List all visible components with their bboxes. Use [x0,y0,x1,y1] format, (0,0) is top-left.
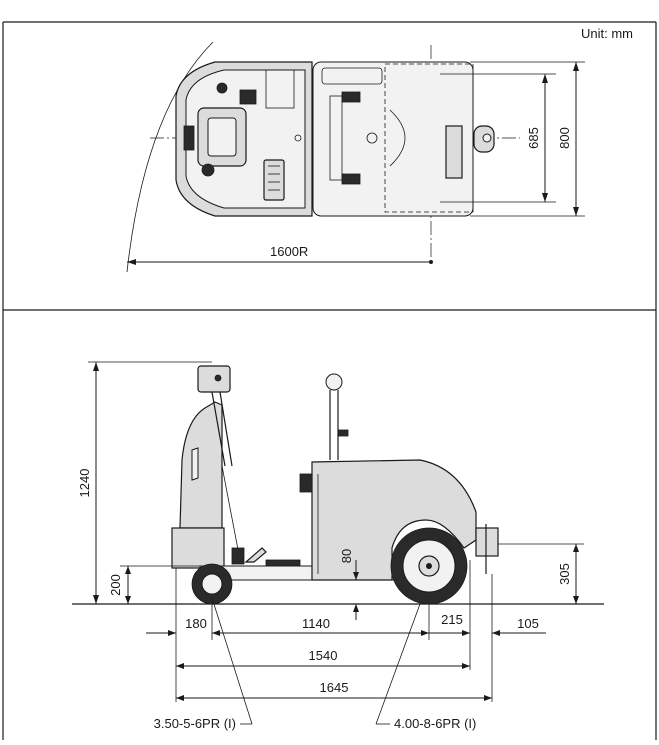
dim-width-inner: 685 [526,127,541,149]
side-tow-hitch [475,527,499,557]
top-battery-outline [384,63,474,213]
arrow [462,663,470,669]
side-front-rim [201,573,223,595]
side-floor-mat [265,559,301,567]
top-hitch-pin [482,133,492,143]
side-footrest [244,547,267,563]
arrow [573,596,579,604]
top-deck-bracket [341,91,361,103]
side-tiller-button [214,374,222,382]
top-floor-panel [265,69,295,109]
arrow [176,695,184,701]
arrow [353,604,359,612]
arrow [573,544,579,552]
dim-step-height: 200 [108,574,123,596]
dim-front-overhang: 180 [185,616,207,631]
arrow [168,630,176,636]
dim-hitch-height: 305 [557,563,572,585]
arrow [127,259,136,265]
dim-turning-radius: 1600R [270,244,308,259]
arrow [542,74,548,83]
side-tiller-arm [211,391,226,467]
arrow [573,207,579,216]
side-tiller-head [197,365,231,393]
side-rear-body [311,459,477,581]
dim-ground-clearance: 80 [339,549,354,563]
arrow [492,630,500,636]
arrow [573,62,579,71]
arrow [125,566,131,574]
side-rear-axle [426,563,432,569]
turning-radius-arc [126,41,214,273]
dim-rear-to-body: 215 [441,612,463,627]
dim-wheelbase: 1140 [302,616,330,631]
top-tiller-knob [216,82,228,94]
side-rear-lamp [299,473,313,493]
leader-rear-tire [375,603,421,725]
dim-hitch-overhang: 105 [517,616,539,631]
unit-label: Unit: mm [581,26,633,41]
top-deck-curve [389,109,406,167]
top-deck-rail [329,95,343,181]
top-tiller-inner [207,117,237,157]
top-deck-bar [321,67,383,85]
arrow [353,572,359,580]
side-tiller-shaft [221,465,241,561]
arrow [542,193,548,202]
top-tiller-grip [201,163,215,177]
top-deck-bracket [341,173,361,185]
arrow [93,595,99,604]
arrow [125,596,131,604]
arrow [462,630,470,636]
side-handle-clamp [337,429,349,437]
arrow [93,362,99,371]
dim-overall-height: 1240 [77,469,92,498]
label-rear-tire: 4.00-8-6PR (I) [394,716,476,731]
side-view: 1240 200 80 305 180 [72,361,604,731]
arrow [484,695,492,701]
side-pedal [231,547,245,565]
arrow [176,663,184,669]
dim-overall-length: 1645 [320,680,349,695]
arrow [421,630,429,636]
side-cab-light [191,447,199,481]
side-tiller-arm [219,391,233,467]
top-pivot [294,134,302,142]
side-cab-shell [179,401,223,529]
label-front-tire: 3.50-5-6PR (I) [154,716,236,731]
top-seat-back [239,89,257,105]
arrow [212,630,220,636]
side-cab-base [171,527,225,569]
top-deck-hole [366,132,378,144]
dim-body-length: 1540 [309,648,338,663]
leader-front-tire [211,597,253,725]
top-front-bumper [183,125,195,151]
dim-width-outer: 800 [557,127,572,149]
side-handle-knob [325,373,343,391]
top-battery-plug [445,125,463,179]
top-view: 1600R 685 800 [126,41,585,273]
